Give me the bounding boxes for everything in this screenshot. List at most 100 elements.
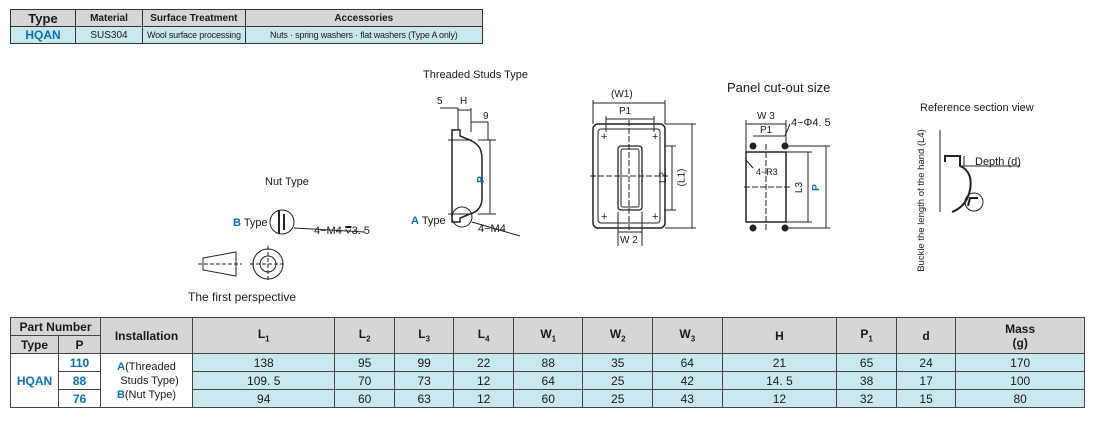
buckle-length-label: Buckle the length of the hand (L4) [915,129,927,272]
cell: 94 [191,389,336,408]
cell: 63 [393,389,455,408]
cell: 95 [334,353,395,372]
reference-section-view [939,130,1020,213]
cell: 38 [836,371,897,390]
cell: 25 [582,389,653,408]
radius-callout: 4−R3 [756,167,778,177]
cell: 73 [393,371,455,390]
cell: 64 [512,371,584,390]
cell: 24 [895,353,957,372]
cell: 60 [512,389,584,408]
header-part-number: Part Number [10,317,101,336]
row-p-value: 76 [58,389,101,408]
threaded-side-view [440,107,521,237]
cell: 99 [393,353,455,372]
svg-text:+: + [652,131,658,143]
dim-w3: W 3 [757,111,775,122]
info-surface-value: Wool surface processing [142,26,246,44]
dim-h: H [460,96,468,107]
cell: 170 [955,353,1085,372]
cell: 88 [512,353,584,372]
cell: 42 [652,371,723,390]
cell: 25 [582,371,653,390]
dim-p1-panel: P1 [760,125,773,136]
stud-callout: 4−M4 [478,223,506,235]
dim-p-panel: P [810,184,822,191]
info-header-material: Material [75,9,143,27]
cell: 12 [453,371,514,390]
depth-label: Depth (d) [975,156,1021,168]
header-col-w1: W1 [512,317,584,354]
cell: 12 [453,389,514,408]
dim-p-side: P [475,176,487,183]
header-col-p1: P1 [836,317,897,354]
panel-cutout-view [744,120,830,232]
nut-type-detail [269,209,366,235]
info-type-value: HQAN [10,26,76,44]
header-col-l2: L2 [334,317,395,354]
header-col-w3: W3 [652,317,723,354]
cell: 100 [955,371,1085,390]
info-accessories-value: Nuts · spring washers · flat washers (Ty… [244,26,483,44]
nut-type-title: Nut Type [265,176,309,188]
front-view: + + + + [590,100,696,246]
info-material-value: SUS304 [75,26,143,44]
svg-text:+: + [601,131,607,143]
first-perspective-symbol [198,246,286,282]
dim-l3: L3 [794,181,806,194]
cell: 17 [895,371,957,390]
table-row: HQAN 110 A(Threaded Studs Type) B(Nut Ty… [10,353,1085,408]
cell: 35 [582,353,653,372]
first-perspective-label: The first perspective [188,290,297,304]
b-type-label: B Type [233,217,268,229]
dim-l1: (L1) [676,168,688,187]
technical-drawings: + + + + [198,100,1020,282]
svg-text:+: + [652,211,658,223]
spec-header-row-2: Type P [10,335,1085,354]
cell: 12 [721,389,838,408]
info-data-row: HQAN SUS304 Wool surface processing Nuts… [10,26,483,44]
dim-5: 5 [437,96,443,107]
hole-callout: 4−Φ4. 5 [791,117,831,129]
header-col-l3: L3 [393,317,455,354]
table-row: 76 94 60 63 12 60 25 43 12 32 15 80 [11,389,1085,408]
dim-l2: L2 [658,171,670,184]
cell: 22 [453,353,514,372]
info-header-type: Type [10,9,76,27]
header-p: P [58,335,101,354]
row-p-value: 110 [58,353,101,372]
info-table: Type Material Surface Treatment Accessor… [10,9,483,44]
panel-cutout-title: Panel cut-out size [727,80,831,95]
installation-cell: A(Threaded Studs Type) B(Nut Type) [100,353,193,408]
header-col-mass: Mass(g) [955,317,1085,354]
header-col-d: d [895,317,957,354]
svg-text:+: + [601,211,607,223]
header-col-w2: W2 [582,317,653,354]
cell: 21 [721,353,838,372]
dim-w1: (W1) [611,89,633,100]
spec-table: Part Number Installation L1 L2 L3 L4 W1 … [10,317,1085,408]
cell: 32 [836,389,897,408]
cell: 43 [652,389,723,408]
row-type-value: HQAN [10,353,59,408]
cell: 15 [895,389,957,408]
cell: 80 [955,389,1085,408]
a-type-label: A Type [411,215,446,227]
cell: 70 [334,371,395,390]
info-header-accessories: Accessories [244,9,483,27]
dim-9: 9 [483,111,489,122]
nut-callout: 4−M4 ⩢3. 5 [314,225,370,237]
cell: 64 [652,353,723,372]
header-col-h: H [721,317,838,354]
row-p-value: 88 [58,371,101,390]
header-col-l1: L1 [191,317,336,354]
table-row: 88 109. 5 70 73 12 64 25 42 14. 5 38 17 … [11,371,1085,390]
header-col-l4: L4 [453,317,514,354]
dim-p1: P1 [619,106,632,117]
header-type: Type [10,335,59,354]
cell: 60 [334,389,395,408]
dim-w2: W 2 [620,235,638,246]
reference-section-title: Reference section view [920,102,1034,114]
cell: 14. 5 [721,371,838,390]
threaded-studs-title: Threaded Studs Type [423,69,528,81]
